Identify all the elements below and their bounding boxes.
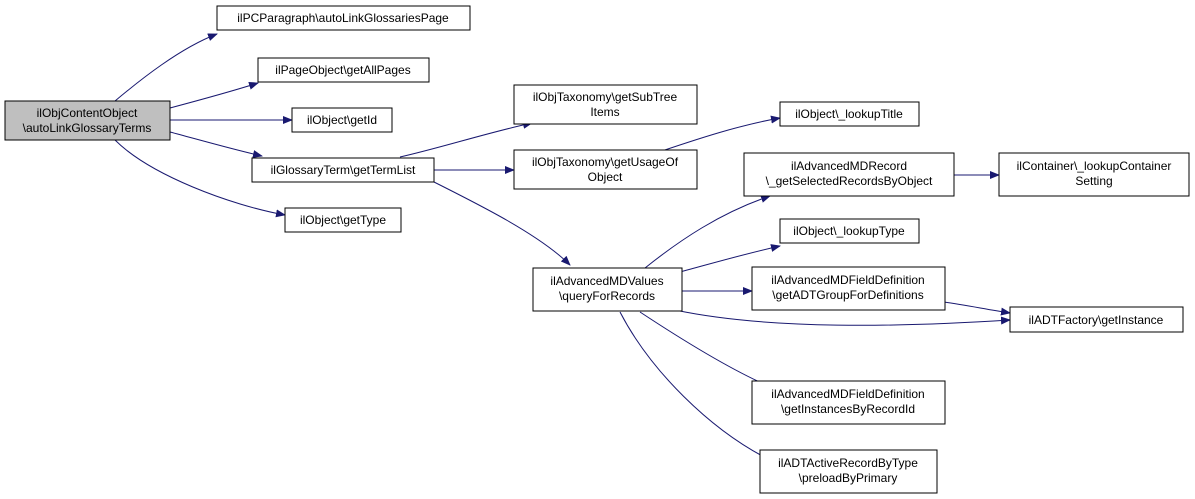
node-label-line-2: \preloadByPrimary: [799, 471, 898, 485]
node-iladvancedmdfielddefinition-getinstancesbyrecordid[interactable]: ilAdvancedMDFieldDefinition \getInstance…: [751, 380, 946, 425]
node-ilglossaryterm-gettermlist[interactable]: ilGlossaryTerm\getTermList: [251, 157, 435, 183]
nodes: ilObjContentObject \autoLinkGlossaryTerm…: [4, 5, 1190, 494]
edge-root-termlist: [169, 131, 263, 158]
node-label-line-1: ilObjTaxonomy\getSubTree: [533, 90, 678, 104]
node-label-line-2: \getInstancesByRecordId: [781, 402, 915, 416]
node-label: ilObject\_lookupType: [793, 224, 905, 238]
node-ilobject-getid[interactable]: ilObject\getId: [291, 107, 393, 133]
node-label: ilObject\getType: [300, 213, 386, 227]
node-label-line-2: Object: [588, 170, 623, 184]
node-label-line-1: ilAdvancedMDFieldDefinition: [771, 387, 924, 401]
node-ilobjtaxonomy-getusageofobject[interactable]: ilObjTaxonomy\getUsageOf Object: [513, 149, 698, 190]
node-iladvancedmdvalues-queryforrecords[interactable]: ilAdvancedMDValues \queryForRecords: [532, 267, 683, 312]
node-ilobjtaxonomy-getsubtreeitems[interactable]: ilObjTaxonomy\getSubTree Items: [513, 84, 698, 125]
edge-root-pcpara: [114, 33, 218, 102]
node-ilobjcontentobject-autolinkglossaryterms[interactable]: ilObjContentObject \autoLinkGlossaryTerm…: [4, 100, 171, 141]
node-label-line-2: \autoLinkGlossaryTerms: [23, 121, 152, 135]
node-label: ilObject\_lookupTitle: [795, 107, 903, 121]
edge-amdvalues-fielddefinst: [639, 311, 779, 391]
edge-root-getallpages: [169, 81, 259, 109]
node-label-line-1: ilObjContentObject: [37, 106, 138, 120]
node-label-line-2: \queryForRecords: [559, 289, 655, 303]
node-label-line-2: \_getSelectedRecordsByObject: [766, 174, 933, 188]
node-iladtfactory-getinstance[interactable]: ilADTFactory\getInstance: [1009, 306, 1184, 333]
node-label-line-1: ilAdvancedMDValues: [550, 274, 663, 288]
edge-root-gettype: [114, 139, 286, 218]
node-ilpcparagraph-autolinkglossariespage[interactable]: ilPCParagraph\autoLinkGlossariesPage: [216, 5, 471, 31]
node-ilcontainer-lookupcontainersetting[interactable]: ilContainer\_lookupContainer Setting: [998, 152, 1190, 197]
node-label-line-1: ilAdvancedMDFieldDefinition: [771, 273, 924, 287]
edge-termlist-amdvalues: [429, 179, 571, 266]
node-label: ilPageObject\getAllPages: [275, 63, 410, 77]
node-label-line-2: Items: [590, 105, 619, 119]
node-iladvancedmdfielddefinition-getadtgroupfordefinitions[interactable]: ilAdvancedMDFieldDefinition \getADTGroup…: [751, 266, 946, 311]
node-iladtactiverecordbytype-preloadbyprimary[interactable]: ilADTActiveRecordByType \preloadByPrimar…: [759, 449, 938, 494]
node-ilobject-gettype[interactable]: ilObject\getType: [284, 207, 402, 233]
edge-amdvalues-amdrecord: [644, 195, 771, 269]
node-ilobject-lookuptitle[interactable]: ilObject\_lookupTitle: [779, 101, 920, 127]
node-iladvancedmdrecord-getselectedrecordsbyobject[interactable]: ilAdvancedMDRecord \_getSelectedRecordsB…: [743, 152, 955, 197]
node-label-line-1: ilAdvancedMDRecord: [791, 159, 907, 173]
node-ilpageobject-getallpages[interactable]: ilPageObject\getAllPages: [257, 57, 430, 83]
node-label-line-1: ilADTActiveRecordByType: [778, 456, 918, 470]
node-label: ilADTFactory\getInstance: [1029, 313, 1164, 327]
node-label: ilGlossaryTerm\getTermList: [271, 163, 416, 177]
edge-termlist-subtree: [399, 120, 533, 158]
edges: [114, 33, 1011, 461]
edge-amdvalues-adtfactory: [674, 309, 1011, 326]
edge-fielddefgroup-adtfactory: [943, 301, 1011, 316]
node-label-line-2: Setting: [1075, 174, 1112, 188]
edge-amdvalues-lookuptype: [679, 244, 781, 273]
node-label: ilPCParagraph\autoLinkGlossariesPage: [237, 11, 449, 25]
node-label-line-1: ilContainer\_lookupContainer: [1017, 159, 1172, 173]
edge-amdvalues-activerecord: [619, 311, 771, 461]
node-label-line-2: \getADTGroupForDefinitions: [772, 288, 923, 302]
node-label-line-1: ilObjTaxonomy\getUsageOf: [532, 155, 679, 169]
node-label: ilObject\getId: [307, 113, 377, 127]
node-ilobject-lookuptype[interactable]: ilObject\_lookupType: [779, 218, 920, 244]
